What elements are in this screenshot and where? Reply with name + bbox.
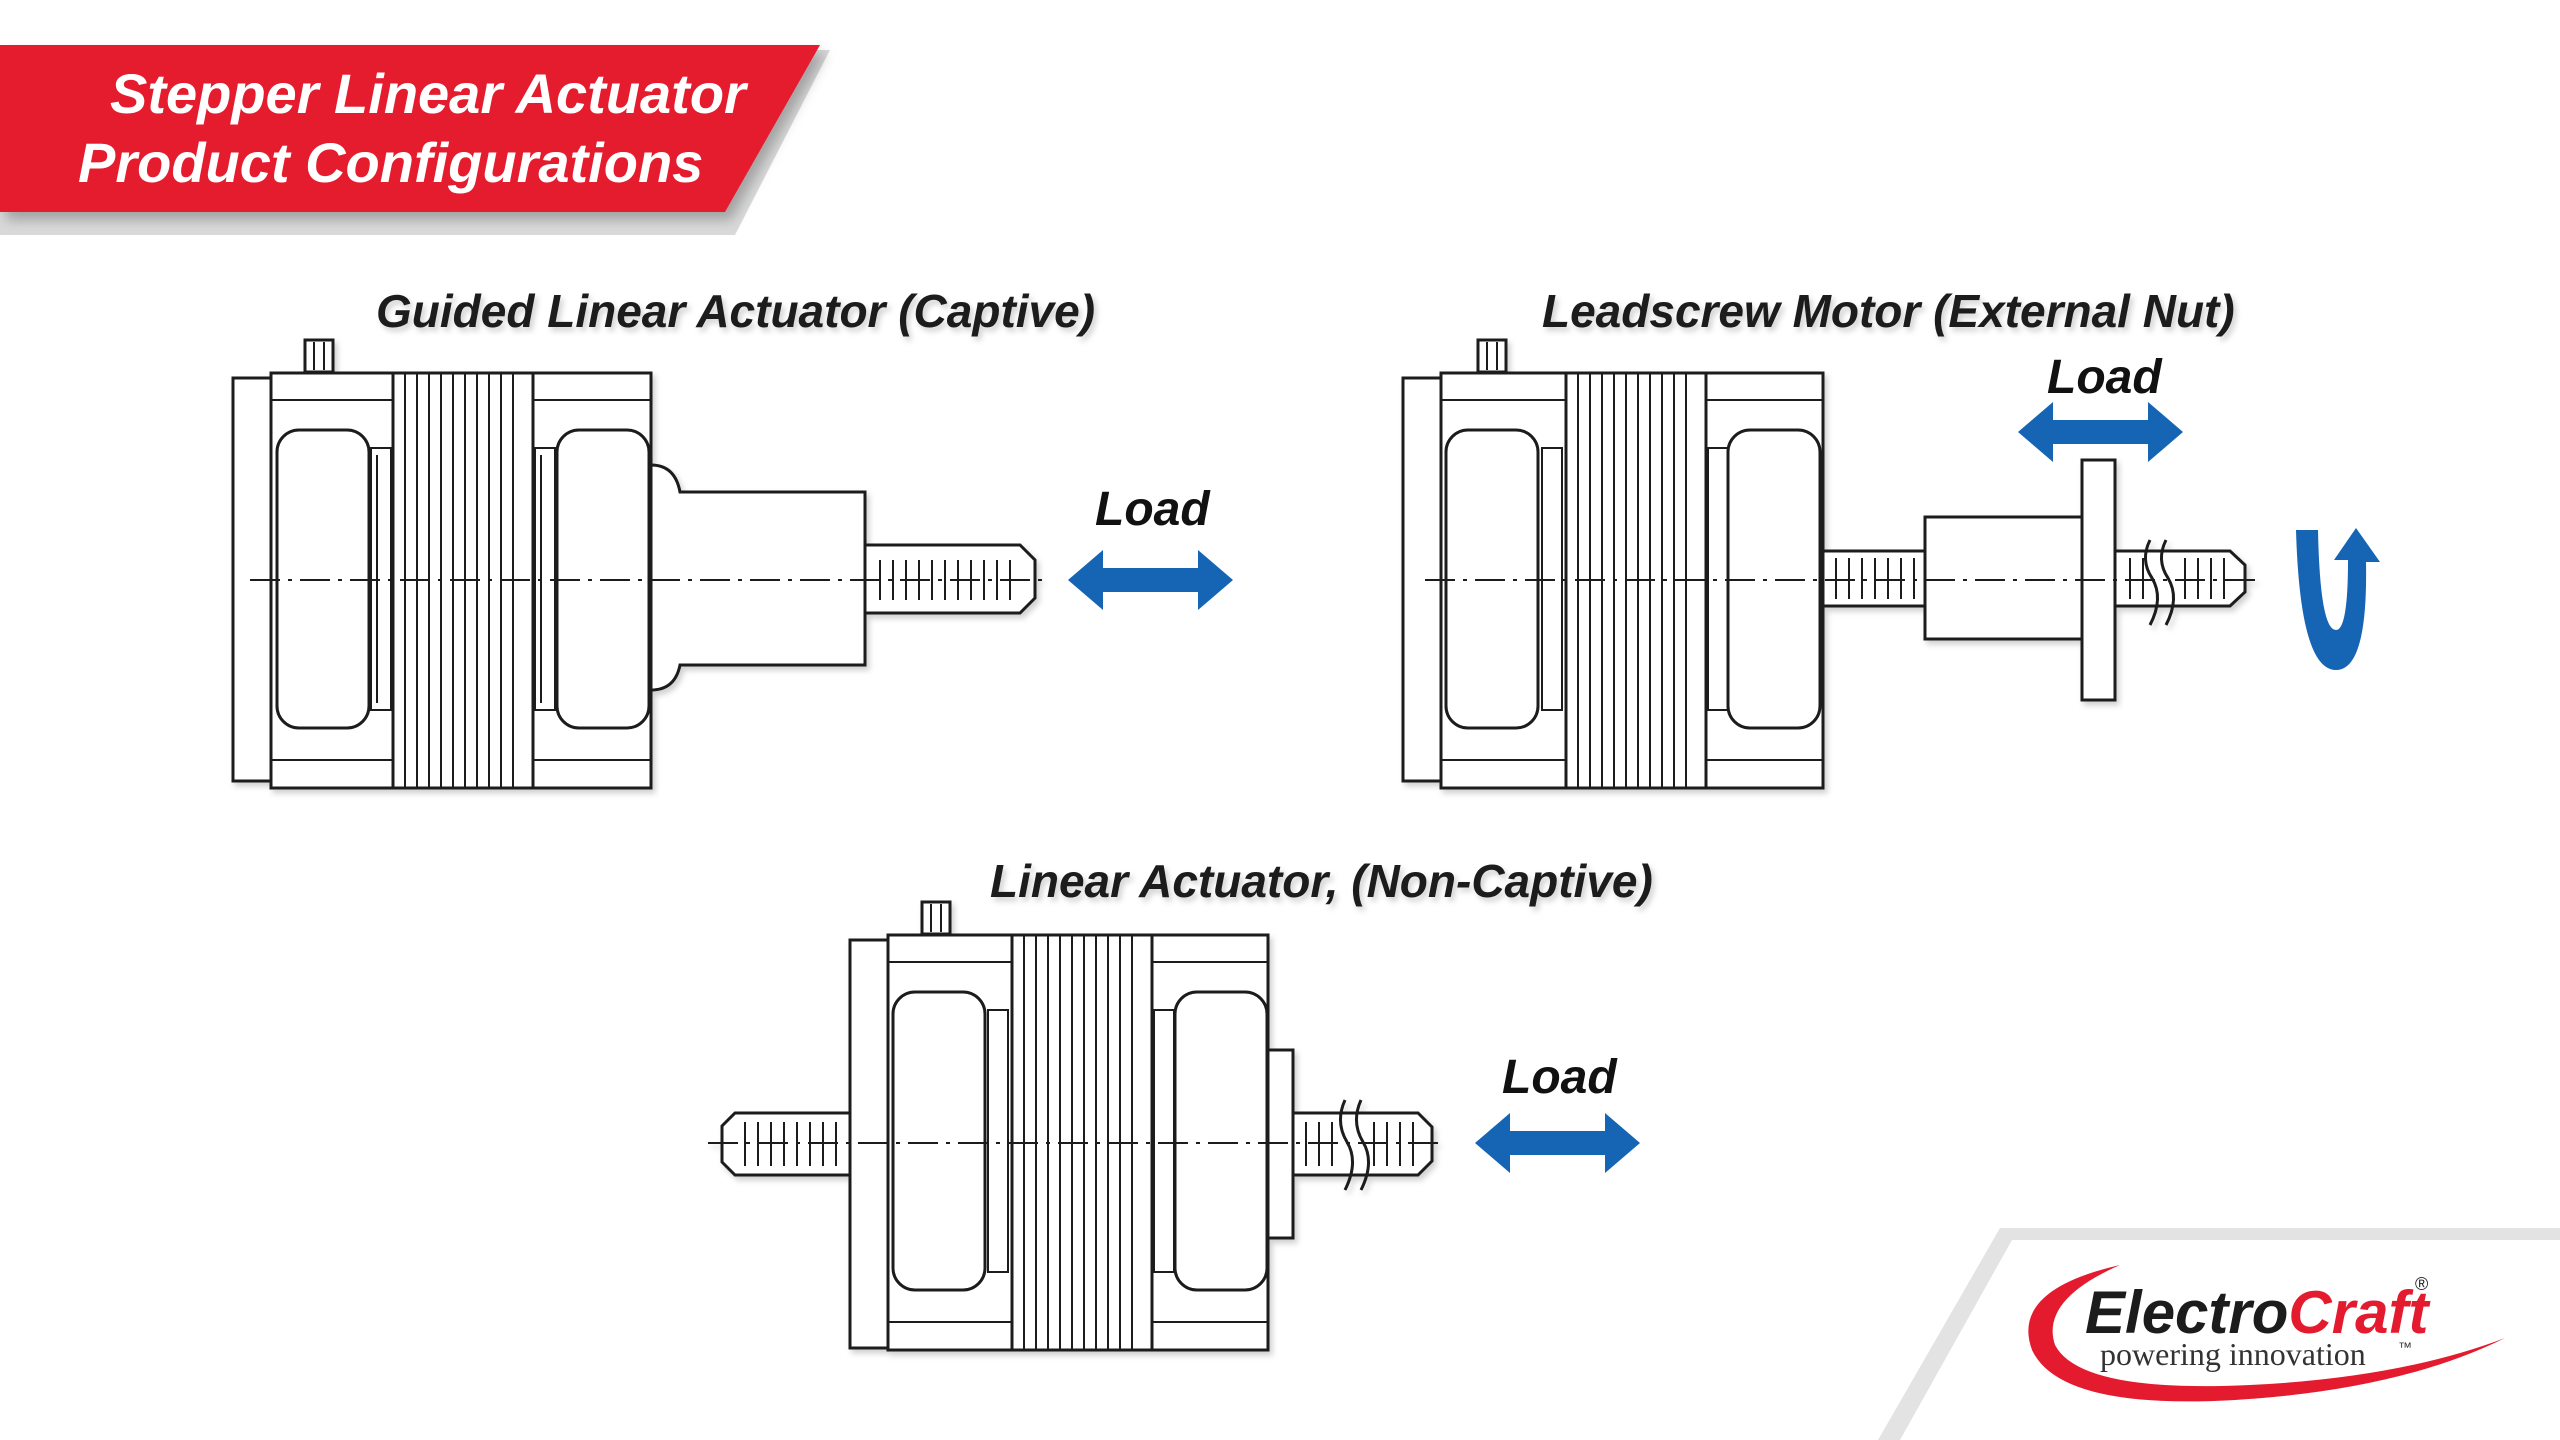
header-banner: Stepper Linear Actuator Product Configur… bbox=[0, 45, 830, 235]
diagram-guided-captive: Guided Linear Actuator (Captive) bbox=[231, 285, 1095, 790]
trademark-mark: ™ bbox=[2398, 1339, 2412, 1355]
coil-winding-right bbox=[1173, 990, 1269, 1292]
diagram-non-captive: Linear Actuator, (Non-Captive) bbox=[708, 855, 1653, 1352]
registered-mark: ® bbox=[2415, 1274, 2428, 1294]
guide-housing bbox=[649, 463, 867, 692]
logo-wordmark: ElectroCraft bbox=[2085, 1279, 2431, 1346]
load-label-leadscrew: Load bbox=[2047, 351, 2163, 404]
rotation-arrow-icon bbox=[2296, 528, 2380, 670]
title-guided-captive: Guided Linear Actuator (Captive) bbox=[376, 285, 1095, 337]
header-title-line2: Product Configurations bbox=[78, 131, 703, 194]
coil-winding-left bbox=[891, 990, 987, 1292]
electrocraft-logo: ElectroCraft ® powering innovation ™ bbox=[2028, 1265, 2505, 1402]
load-label-guided-captive: Load bbox=[1095, 483, 1211, 536]
break-mark bbox=[2144, 539, 2159, 626]
load-label-non-captive: Load bbox=[1502, 1051, 1618, 1104]
diagram-leadscrew-external-nut: Leadscrew Motor (External Nut) bbox=[1401, 285, 2255, 790]
bidirectional-arrow-icon bbox=[1068, 550, 1233, 610]
bidirectional-arrow-icon bbox=[2018, 402, 2183, 462]
connector-terminal bbox=[303, 338, 335, 374]
bidirectional-arrow-icon bbox=[1475, 1113, 1640, 1173]
title-non-captive: Linear Actuator, (Non-Captive) bbox=[990, 855, 1653, 907]
connector-terminal bbox=[1476, 338, 1508, 374]
logo-tagline: powering innovation bbox=[2100, 1336, 2366, 1372]
connector-terminal bbox=[920, 900, 952, 936]
header-banner-red bbox=[0, 45, 820, 212]
leadscrew-end bbox=[2113, 549, 2247, 608]
header-title-line1: Stepper Linear Actuator bbox=[110, 62, 749, 125]
external-nut bbox=[1923, 515, 2084, 641]
title-leadscrew-external-nut: Leadscrew Motor (External Nut) bbox=[1542, 285, 2235, 337]
logo-swoosh bbox=[2028, 1265, 2505, 1402]
